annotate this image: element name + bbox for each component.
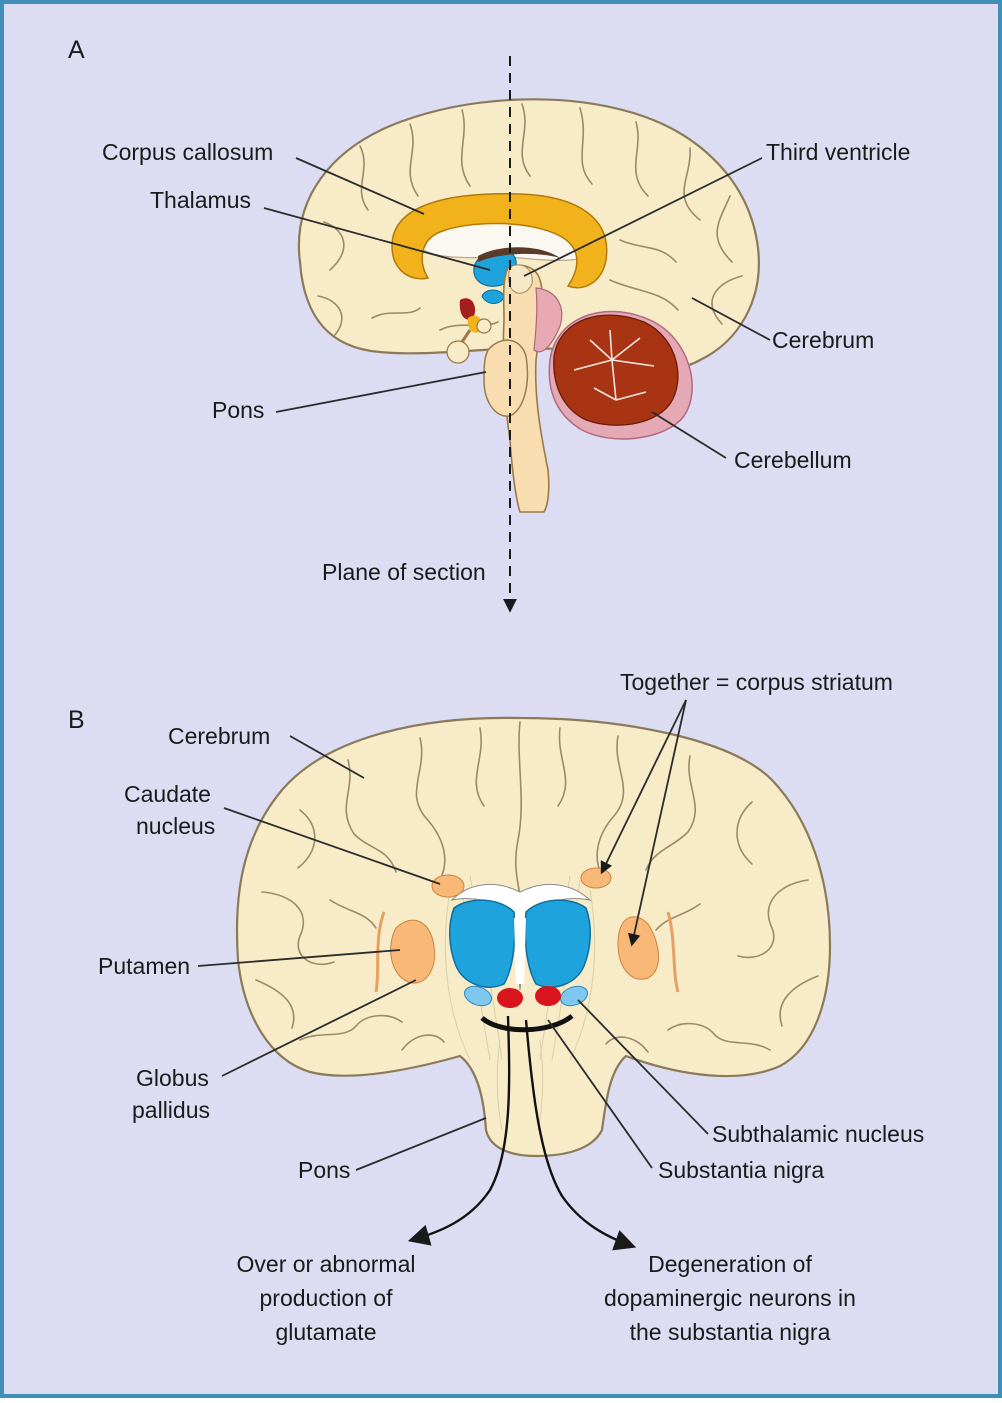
caudate-nucleus-right <box>580 867 612 889</box>
leader-caudate <box>223 807 441 885</box>
leader-pons-b <box>355 1117 487 1171</box>
label-pons-a: Pons <box>212 397 264 423</box>
subthalamic-nucleus-left <box>463 985 493 1007</box>
substantia-nigra-left <box>497 988 523 1008</box>
cerebellum-sagittal <box>548 310 693 440</box>
leader-pons-a <box>275 371 487 413</box>
brainstem-fibers <box>496 1039 544 1131</box>
label-cerebrum-b: Cerebrum <box>168 723 270 749</box>
infundibulum <box>460 329 472 343</box>
label-cerebrum-a: Cerebrum <box>772 327 874 353</box>
label-third-ventricle: Third ventricle <box>766 139 910 165</box>
label-substantia-nigra: Substantia nigra <box>658 1157 824 1183</box>
putamen-left <box>390 919 436 984</box>
claustrum-right <box>666 911 680 993</box>
outcome-degeneration: Degeneration of dopaminergic neurons in … <box>604 1251 856 1345</box>
label-together-corpus-striatum: Together = corpus striatum <box>620 669 893 695</box>
longitudinal-fissure <box>514 721 522 901</box>
claustrum-left <box>374 911 386 993</box>
arrow-to-degeneration <box>524 1019 637 1251</box>
outcome-glutamate: Over or abnormal production of glutamate <box>237 1251 416 1345</box>
sagittal-brain <box>297 98 760 513</box>
leader-corpus-callosum <box>295 157 425 215</box>
mammillary-body <box>476 318 492 334</box>
fornix-band <box>478 247 560 262</box>
leader-third-ventricle <box>523 157 763 277</box>
outcome-right-line3: the substantia nigra <box>630 1319 831 1345</box>
outcome-right-line1: Degeneration of <box>648 1251 812 1277</box>
leader-together-caudate <box>600 699 687 875</box>
label-caudate-line1: Caudate <box>124 781 211 807</box>
third-ventricle-coronal <box>514 918 526 984</box>
leader-subthalamic <box>577 999 709 1135</box>
putamen-right <box>617 916 660 980</box>
leader-substantia-nigra <box>547 1019 653 1169</box>
leader-together-putamen <box>628 699 687 947</box>
outcome-left-line2: production of <box>260 1285 394 1311</box>
substantia-nigra-right <box>535 986 561 1006</box>
label-globus-line1: Globus <box>136 1065 209 1091</box>
pons-sagittal <box>483 339 529 417</box>
outcome-left-line3: glutamate <box>275 1319 376 1345</box>
outcome-left-line1: Over or abnormal <box>237 1251 416 1277</box>
label-corpus-callosum: Corpus callosum <box>102 139 273 165</box>
midbrain-tectum <box>533 287 563 353</box>
outcome-right-line2: dopaminergic neurons in <box>604 1285 856 1311</box>
leader-cerebellum <box>651 411 727 459</box>
label-putamen: Putamen <box>98 953 190 979</box>
subthalamic-nucleus-right <box>559 985 589 1007</box>
optic-chiasm <box>459 298 476 320</box>
coronal-brain <box>235 716 832 1158</box>
panel-b-letter: B <box>68 706 85 734</box>
label-caudate-line2: nucleus <box>136 813 215 839</box>
pituitary <box>446 340 470 364</box>
label-subthalamic-nucleus: Subthalamic nucleus <box>712 1121 924 1147</box>
leader-cerebrum-b <box>289 735 365 779</box>
label-plane-of-section: Plane of section <box>322 559 486 585</box>
cerebral-peduncle-arc <box>480 1013 574 1033</box>
label-globus-line2: pallidus <box>132 1097 210 1123</box>
arrow-to-glutamate <box>407 1015 511 1246</box>
panel-a-letter: A <box>68 36 85 64</box>
leader-putamen <box>197 949 401 967</box>
leader-thalamus <box>263 207 491 271</box>
label-thalamus: Thalamus <box>150 187 251 213</box>
third-ventricle <box>508 264 533 294</box>
leader-globus-pallidus <box>221 979 417 1077</box>
thalamus-coronal-left <box>449 899 516 988</box>
leader-cerebrum-a <box>691 297 771 341</box>
coronal-gyri <box>255 727 819 1053</box>
label-cerebellum: Cerebellum <box>734 447 852 473</box>
label-pons-b: Pons <box>298 1157 350 1183</box>
thalamus-coronal-right <box>524 899 591 988</box>
caudate-nucleus-left <box>431 874 465 898</box>
sagittal-gyri <box>317 103 743 337</box>
